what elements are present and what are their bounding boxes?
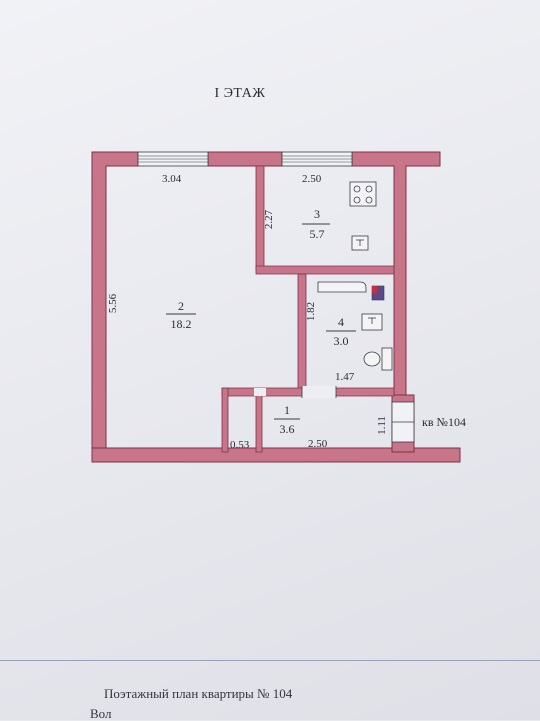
dim-closet-width: 0.53 bbox=[230, 439, 250, 451]
room-2-number: 2 bbox=[178, 299, 184, 313]
stove-icon bbox=[349, 181, 377, 207]
outer-wall-bottom bbox=[91, 447, 461, 463]
wall-bath-left bbox=[297, 273, 307, 393]
dim-room3-depth: 2.27 bbox=[263, 209, 276, 230]
door-bath bbox=[302, 386, 336, 398]
door-room2 bbox=[254, 388, 266, 396]
caption-line-1: Поэтажный план квартиры № 104 bbox=[104, 686, 293, 701]
window-room-2 bbox=[137, 151, 209, 167]
window-room-3 bbox=[281, 151, 353, 167]
room-2-area: 18.2 bbox=[170, 317, 192, 331]
dim-room2-length: 5.56 bbox=[107, 293, 120, 314]
room-4-number: 4 bbox=[338, 315, 344, 329]
room-4-area: 3.0 bbox=[333, 334, 349, 348]
room-1-area: 3.6 bbox=[279, 422, 295, 436]
apartment-label: кв №104 bbox=[422, 415, 466, 429]
water-heater-icon bbox=[371, 285, 385, 301]
dim-room1-depth: 1.11 bbox=[375, 416, 388, 435]
dim-room3-width: 2.50 bbox=[302, 173, 322, 185]
dim-room2-width: 3.04 bbox=[162, 173, 182, 185]
wall-closet-right bbox=[255, 391, 263, 453]
floor-title: I ЭТАЖ bbox=[214, 86, 266, 101]
wall-room3-bottom bbox=[255, 265, 395, 275]
dim-room4-depth: 1.82 bbox=[305, 301, 318, 322]
washbasin-icon bbox=[361, 313, 383, 331]
kitchen-sink-icon bbox=[351, 235, 369, 251]
bathtub-icon bbox=[317, 281, 367, 293]
room-1-number: 1 bbox=[284, 403, 290, 417]
toilet-icon bbox=[363, 347, 393, 371]
room-3-area: 5.7 bbox=[309, 227, 325, 241]
dim-room4-width: 1.47 bbox=[335, 371, 355, 383]
dim-room1-width: 2.50 bbox=[308, 438, 328, 450]
caption-line-2: Вол bbox=[90, 706, 112, 721]
footer-divider bbox=[0, 660, 540, 661]
entrance-door bbox=[391, 401, 415, 443]
room-3-number: 3 bbox=[314, 207, 320, 221]
outer-wall-top-mid bbox=[207, 151, 283, 167]
wall-closet-left bbox=[221, 387, 229, 453]
